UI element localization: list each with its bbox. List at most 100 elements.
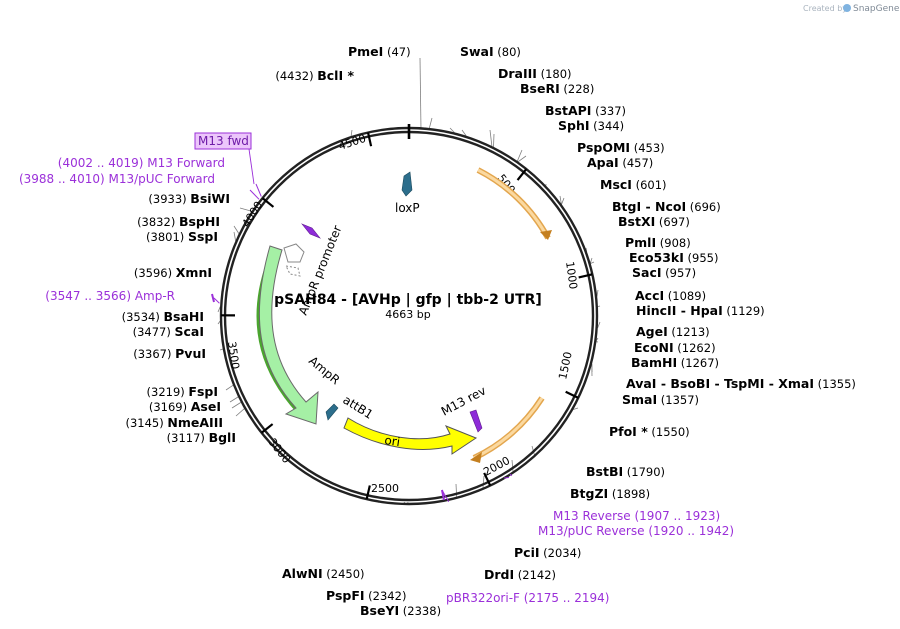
- site-leader: [489, 129, 493, 147]
- restriction-site-label: BstBI (1790): [586, 464, 665, 479]
- site-position: (1267): [677, 356, 719, 370]
- site-position: (180): [537, 67, 572, 81]
- site-name: BsiWI: [190, 191, 230, 206]
- site-name: - BsoBI: [656, 376, 710, 391]
- scale-tick-label: 1000: [563, 261, 580, 291]
- site-name: BtgI: [612, 199, 641, 214]
- site-name: BstBI: [586, 464, 623, 479]
- site-leader: [517, 155, 527, 163]
- loxp-label: loxP: [395, 201, 420, 215]
- credit-brand: SnapGene: [853, 4, 900, 14]
- site-position: (696): [686, 200, 721, 214]
- site-name: PmlI: [625, 235, 656, 250]
- primer-name: pBR322ori-F: [446, 591, 520, 605]
- site-leader: [461, 129, 467, 137]
- attb1-label: attB1: [340, 393, 375, 422]
- snapgene-logo-icon: [843, 4, 851, 12]
- primer-label: M13/pUC Reverse (1920 .. 1942): [538, 524, 734, 538]
- site-position: (3477): [133, 325, 175, 339]
- orange-arc-bottom-head: [470, 452, 482, 463]
- site-leader: [597, 305, 601, 308]
- ori-arrow: [343, 417, 478, 455]
- m13fwd-box: [194, 132, 252, 150]
- site-name: PvuI: [175, 346, 206, 361]
- restriction-site-label: ApaI (457): [587, 155, 653, 170]
- scale-tick: [516, 168, 528, 181]
- site-leader: [229, 396, 239, 403]
- site-leader: [419, 57, 422, 128]
- scale-tick-label: 4000: [240, 199, 266, 230]
- site-position: (2338): [399, 604, 441, 618]
- primer-name: M13 Reverse: [553, 509, 631, 523]
- site-leader: [350, 129, 353, 137]
- scale-tick: [260, 423, 274, 434]
- site-name: ApaI: [587, 155, 619, 170]
- site-position: (3832): [137, 215, 179, 229]
- credit-text: Created by: [803, 4, 847, 13]
- primer-label: M13 Reverse (1907 .. 1923): [553, 509, 720, 523]
- restriction-site-label: PspFI (2342): [326, 588, 406, 603]
- site-position: (1355): [814, 377, 856, 391]
- m13fwd-box-label: M13 fwd: [198, 134, 249, 148]
- restriction-site-label: HincII - HpaI (1129): [636, 303, 765, 318]
- site-position: (337): [591, 104, 626, 118]
- site-leader: [428, 117, 433, 129]
- restriction-site-label: BseYI (2338): [360, 603, 441, 618]
- site-leader: [590, 257, 593, 264]
- site-position: (601): [632, 178, 667, 192]
- site-name: ScaI: [175, 324, 205, 339]
- restriction-site-label: (4432) BclI *: [275, 68, 354, 83]
- m13fwd-leader: [248, 148, 255, 185]
- primer-name: M13/pUC Reverse: [538, 524, 645, 538]
- attb1-arrow: [325, 403, 339, 421]
- primer-name: Amp-R: [135, 289, 175, 303]
- primer-leader: [213, 297, 220, 304]
- site-name: BsaHI: [163, 309, 204, 324]
- restriction-site-label: PspOMI (453): [577, 140, 665, 155]
- site-name: BstAPI: [545, 103, 591, 118]
- site-leader: [217, 320, 221, 325]
- restriction-site-label: (3145) NmeAIII: [126, 415, 224, 430]
- site-name: AccI: [635, 288, 664, 303]
- primer-range: (4002 .. 4019): [58, 156, 148, 170]
- primer-label: (3547 .. 3566) Amp-R: [45, 289, 175, 303]
- restriction-site-label: (3933) BsiWI: [148, 191, 230, 206]
- orange-arc-bottom-inner: [473, 397, 544, 460]
- site-position: (2450): [323, 567, 365, 581]
- site-position: (453): [630, 141, 665, 155]
- plasmid-size: 4663 bp: [385, 308, 430, 321]
- primer-range: (1907 .. 1923): [631, 509, 721, 523]
- site-leader: [239, 207, 252, 212]
- ori-label: ori: [384, 433, 401, 449]
- restriction-site-label: (3596) XmnI: [134, 265, 212, 280]
- site-name: NmeAIII: [167, 415, 223, 430]
- site-name: SacI: [632, 265, 662, 280]
- scale-tick-label: 4500: [337, 132, 368, 153]
- site-leader: [217, 306, 221, 313]
- site-position: (1790): [623, 465, 665, 479]
- site-name: - TspMI: [710, 376, 764, 391]
- site-position: (1357): [657, 393, 699, 407]
- restriction-site-label: PmeI (47): [348, 44, 411, 59]
- site-name: DraIII: [498, 66, 537, 81]
- site-position: (955): [684, 251, 719, 265]
- site-name: BglI: [209, 430, 236, 445]
- site-name: BtgZI: [570, 486, 608, 501]
- scale-tick: [483, 472, 492, 487]
- site-leader: [516, 149, 523, 162]
- scale-tick: [578, 273, 593, 279]
- site-name: SmaI: [622, 392, 657, 407]
- m13rev-label: M13 rev: [439, 383, 488, 418]
- site-position: (1550): [648, 425, 690, 439]
- restriction-site-label: BseRI (228): [520, 81, 594, 96]
- site-position: (908): [656, 236, 691, 250]
- restriction-site-label: BtgZI (1898): [570, 486, 650, 501]
- restriction-site-label: BamHI (1267): [631, 355, 719, 370]
- site-name: AgeI: [636, 324, 668, 339]
- site-leader: [455, 483, 458, 499]
- restriction-site-label: SphI (344): [558, 118, 624, 133]
- primer-range: (3988 .. 4010): [19, 172, 109, 186]
- pbr322-primer-mark: [441, 489, 445, 501]
- site-leader: [597, 321, 601, 329]
- m13rev-arrow: [469, 409, 483, 433]
